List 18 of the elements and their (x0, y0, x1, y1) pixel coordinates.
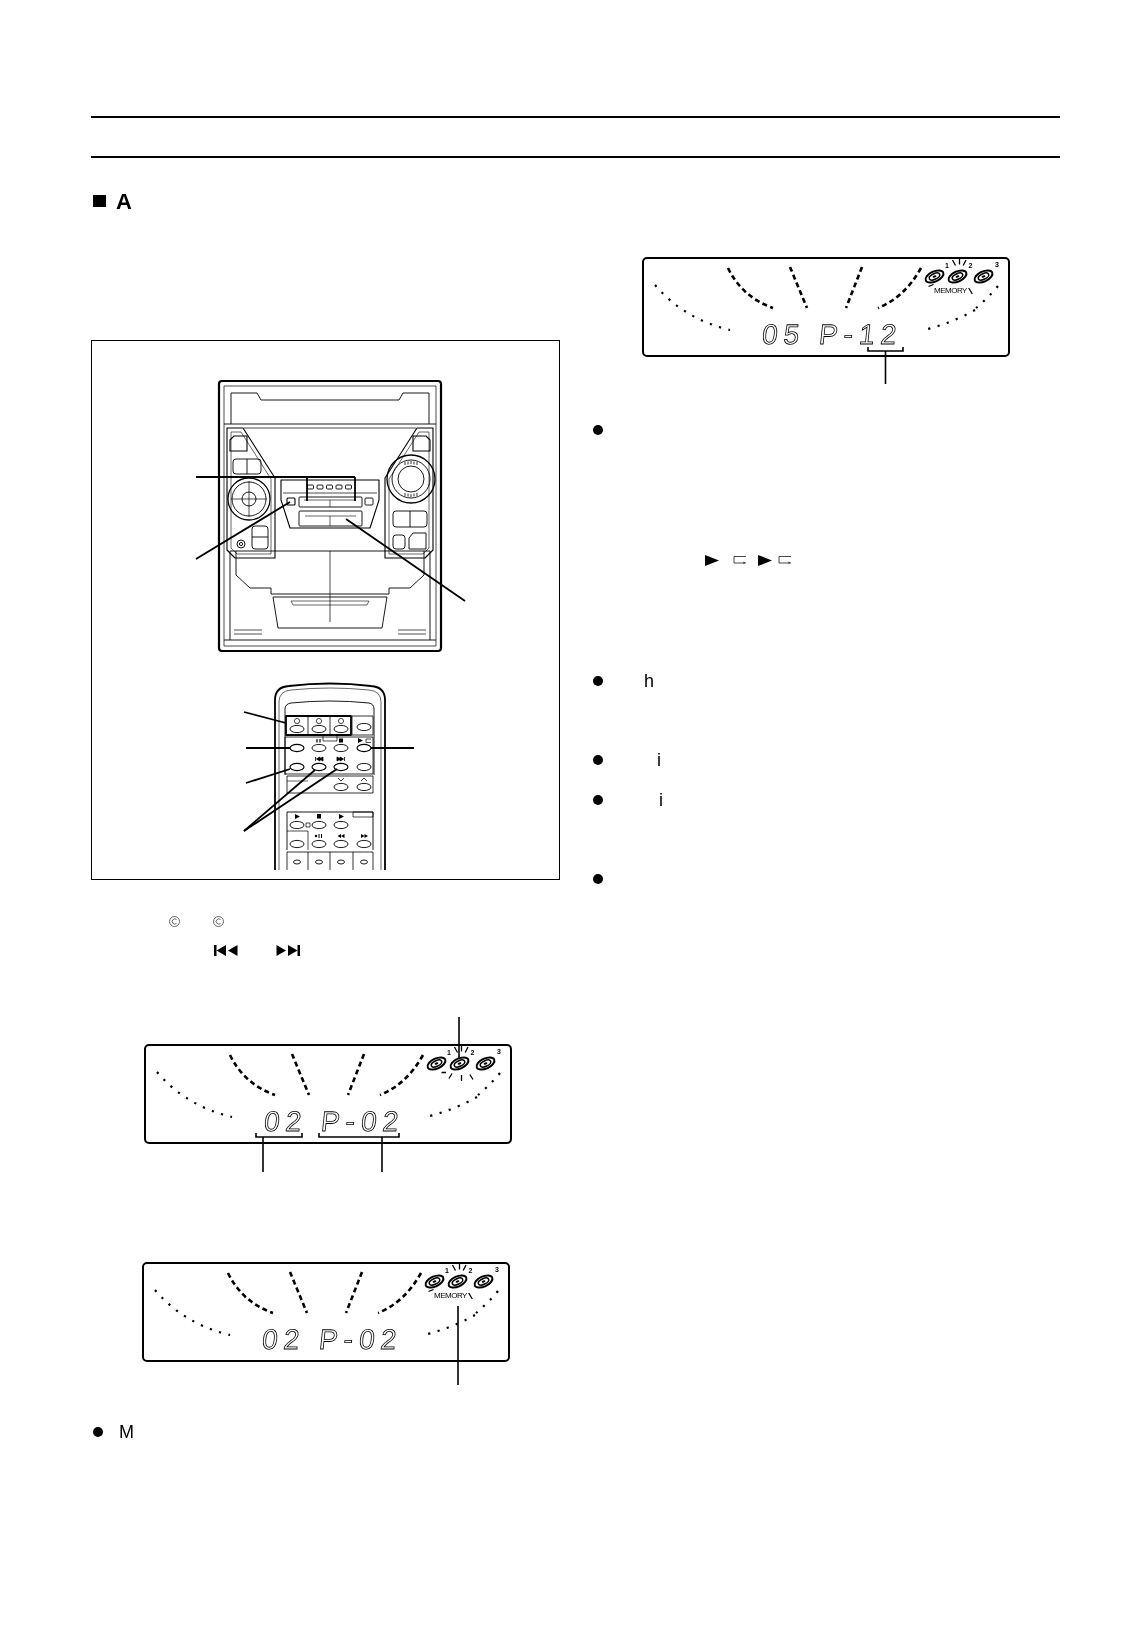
body-text: h (644, 671, 654, 691)
leader-line (458, 1016, 460, 1059)
segment-digits: 02 P-02 (261, 1329, 404, 1351)
segment-digits: 05 P-12 (761, 324, 904, 346)
leader-line (318, 1132, 400, 1173)
leader-line (867, 346, 904, 385)
body-text: i (659, 790, 663, 810)
lcd-display (144, 1044, 512, 1144)
section-heading: A (116, 191, 132, 213)
leader-line (255, 1132, 303, 1173)
indicator-text: MEMORY (434, 1291, 467, 1300)
lcd-display (642, 257, 1010, 357)
body-text: i (657, 750, 661, 770)
lcd-display (142, 1262, 510, 1362)
indicator-text: MEMORY (934, 286, 967, 295)
body-text: M (119, 1422, 134, 1442)
segment-digits: 02 P-02 (263, 1111, 406, 1133)
leader-line (457, 1305, 459, 1386)
